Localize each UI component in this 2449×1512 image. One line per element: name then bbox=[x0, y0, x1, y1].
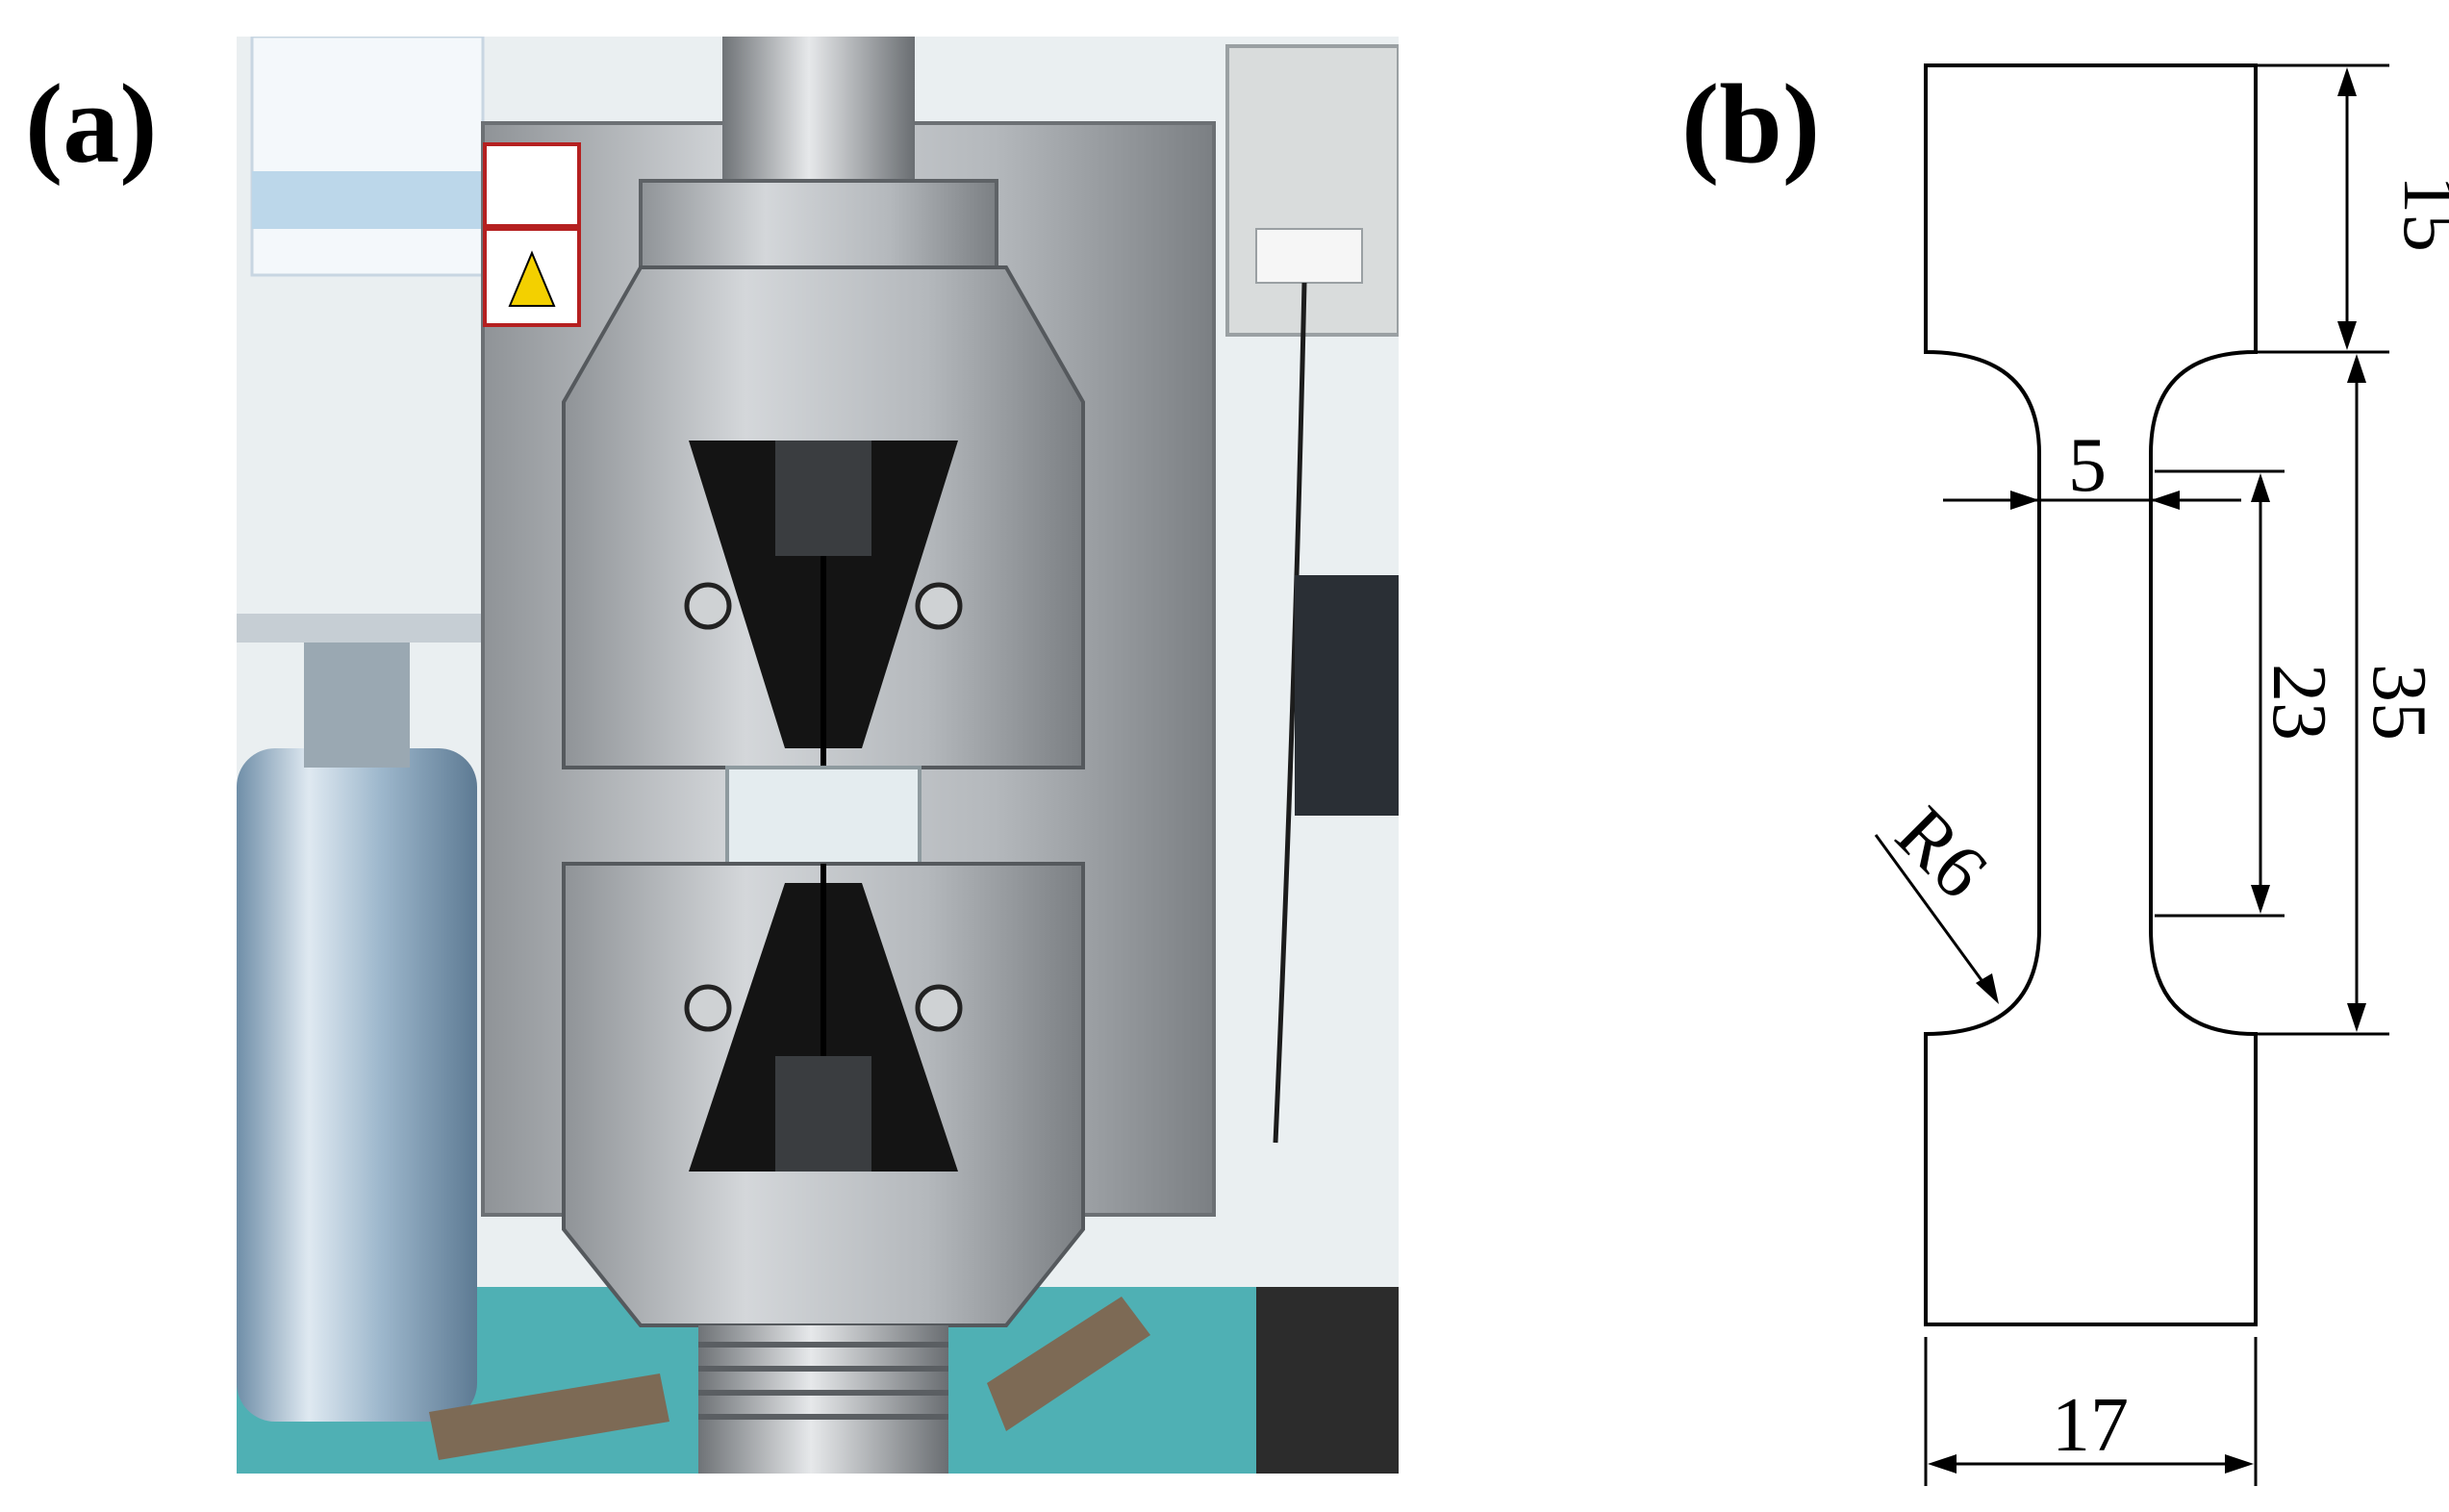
power-socket bbox=[1255, 228, 1363, 284]
warning-label-1 bbox=[483, 142, 581, 228]
panel-label-a: (a) bbox=[25, 61, 158, 187]
test-specimen bbox=[725, 766, 922, 866]
lower-jaw-pin bbox=[775, 1056, 871, 1172]
lower-rod-threads bbox=[698, 1342, 948, 1420]
upper-jaw-pin bbox=[775, 441, 871, 556]
dim-label-17: 17 bbox=[2052, 1383, 2129, 1468]
specimen-outline bbox=[1924, 63, 2258, 1326]
wall-poster bbox=[250, 37, 485, 277]
wall-poster-band bbox=[252, 171, 483, 229]
dim-label-23: 23 bbox=[2257, 664, 2341, 741]
upper-left-bolt bbox=[684, 582, 732, 630]
controller-base bbox=[1256, 1287, 1399, 1474]
dim-reduced-length bbox=[2256, 354, 2389, 1036]
upper-right-bolt bbox=[915, 582, 963, 630]
power-cable bbox=[1273, 282, 1307, 1144]
dim-total-width bbox=[1924, 1337, 2258, 1486]
lower-left-bolt bbox=[684, 984, 732, 1032]
left-handle bbox=[429, 1373, 669, 1460]
cylinder-rail bbox=[237, 614, 487, 643]
panel-label-b: (b) bbox=[1681, 61, 1821, 187]
controller-unit bbox=[1295, 575, 1399, 816]
dim-gauge-length bbox=[2155, 469, 2285, 918]
gas-cylinder bbox=[237, 748, 477, 1422]
upper-rod bbox=[722, 37, 915, 190]
lower-right-bolt bbox=[915, 984, 963, 1032]
dim-fillet-radius bbox=[1874, 834, 1999, 1004]
tensile-tester-photo bbox=[237, 37, 1399, 1474]
lower-rod bbox=[698, 1325, 948, 1474]
dim-label-35: 35 bbox=[2357, 664, 2441, 741]
warning-triangle-icon bbox=[508, 250, 556, 307]
dim-label-15: 15 bbox=[2387, 175, 2449, 252]
dim-label-r6: R6 bbox=[1880, 791, 2003, 914]
electrical-box bbox=[1225, 44, 1399, 337]
dim-label-5: 5 bbox=[2068, 423, 2107, 508]
right-handle bbox=[987, 1297, 1150, 1431]
cylinder-valve bbox=[304, 633, 410, 768]
upper-crosshead bbox=[639, 179, 998, 279]
dim-gauge-width bbox=[1943, 491, 2241, 510]
dim-grip-length bbox=[2256, 63, 2389, 354]
